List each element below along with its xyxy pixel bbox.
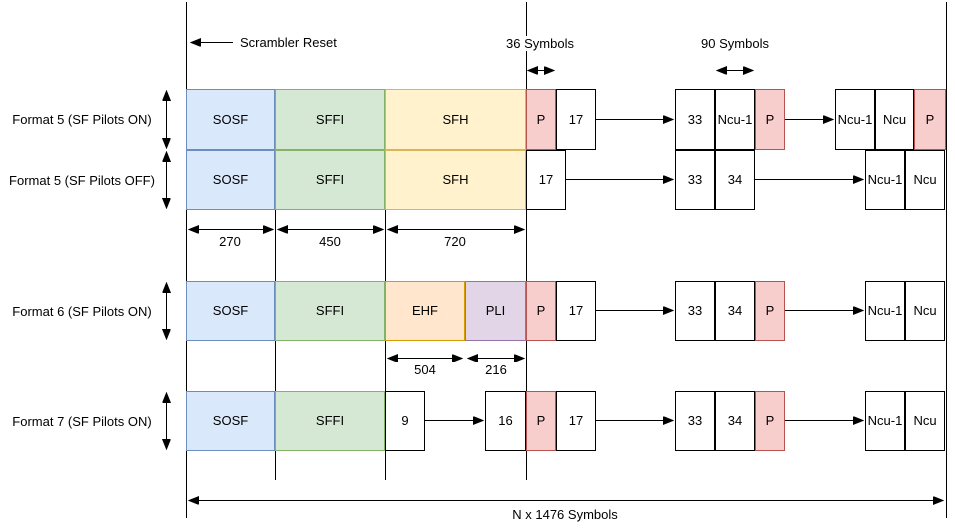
- block-pilot-p: P: [914, 89, 946, 150]
- block-cu-17: 17: [556, 281, 596, 341]
- symbols-90-label: 90 Symbols: [685, 36, 785, 51]
- block-ncu-minus-1: Ncu-1: [715, 89, 755, 150]
- block-sosf: SOSF: [186, 391, 275, 451]
- block-cu-33: 33: [675, 150, 715, 210]
- block-cu-33: 33: [675, 391, 715, 451]
- block-cu-17: 17: [526, 150, 566, 210]
- total-length-label: N x 1476 Symbols: [465, 507, 665, 522]
- block-ncu: Ncu: [875, 89, 914, 150]
- block-pilot-p: P: [526, 281, 556, 341]
- block-cu-17: 17: [556, 391, 596, 451]
- block-ncu: Ncu: [905, 281, 945, 341]
- block-ncu-minus-1: Ncu-1: [865, 150, 905, 210]
- block-ncu-minus-1: Ncu-1: [865, 281, 905, 341]
- block-cu-17: 17: [556, 89, 596, 150]
- dim-label-sffi: 450: [300, 234, 360, 249]
- block-ehf: EHF: [385, 281, 465, 341]
- block-pilot-p: P: [755, 391, 785, 451]
- scrambler-reset-label: Scrambler Reset: [240, 35, 337, 50]
- block-pilot-p: P: [526, 89, 556, 150]
- dim-label-sosf: 270: [200, 234, 260, 249]
- dim-label-sfh: 720: [425, 234, 485, 249]
- block-cu-34: 34: [715, 281, 755, 341]
- format-row-label: Format 6 (SF Pilots ON): [12, 304, 152, 319]
- format-row-label: Format 5 (SF Pilots ON): [12, 112, 152, 127]
- block-sosf: SOSF: [186, 281, 275, 341]
- block-pilot-p: P: [755, 281, 785, 341]
- block-sosf: SOSF: [186, 89, 275, 150]
- block-ncu-minus-1: Ncu-1: [835, 89, 875, 150]
- block-cu-34: 34: [715, 391, 755, 451]
- block-pilot-p: P: [755, 89, 785, 150]
- symbols-36-label: 36 Symbols: [490, 36, 590, 51]
- block-pilot-p: P: [526, 391, 556, 451]
- block-sffi: SFFI: [275, 281, 385, 341]
- block-ncu-minus-1: Ncu-1: [865, 391, 905, 451]
- block-cu-9: 9: [385, 391, 425, 451]
- block-sosf: SOSF: [186, 150, 275, 210]
- block-ncu: Ncu: [905, 150, 945, 210]
- dim-label-pli: 216: [466, 362, 526, 377]
- block-pli: PLI: [465, 281, 526, 341]
- block-sfh: SFH: [385, 150, 526, 210]
- block-ncu: Ncu: [905, 391, 945, 451]
- block-cu-34: 34: [715, 150, 755, 210]
- block-sffi: SFFI: [275, 391, 385, 451]
- format-row-label: Format 7 (SF Pilots ON): [12, 414, 152, 429]
- block-sffi: SFFI: [275, 150, 385, 210]
- block-cu-16: 16: [485, 391, 526, 451]
- block-cu-33: 33: [675, 281, 715, 341]
- block-cu-33: 33: [675, 89, 715, 150]
- block-sfh: SFH: [385, 89, 526, 150]
- dim-label-ehf: 504: [395, 362, 455, 377]
- format-row-label: Format 5 (SF Pilots OFF): [9, 173, 155, 188]
- block-sffi: SFFI: [275, 89, 385, 150]
